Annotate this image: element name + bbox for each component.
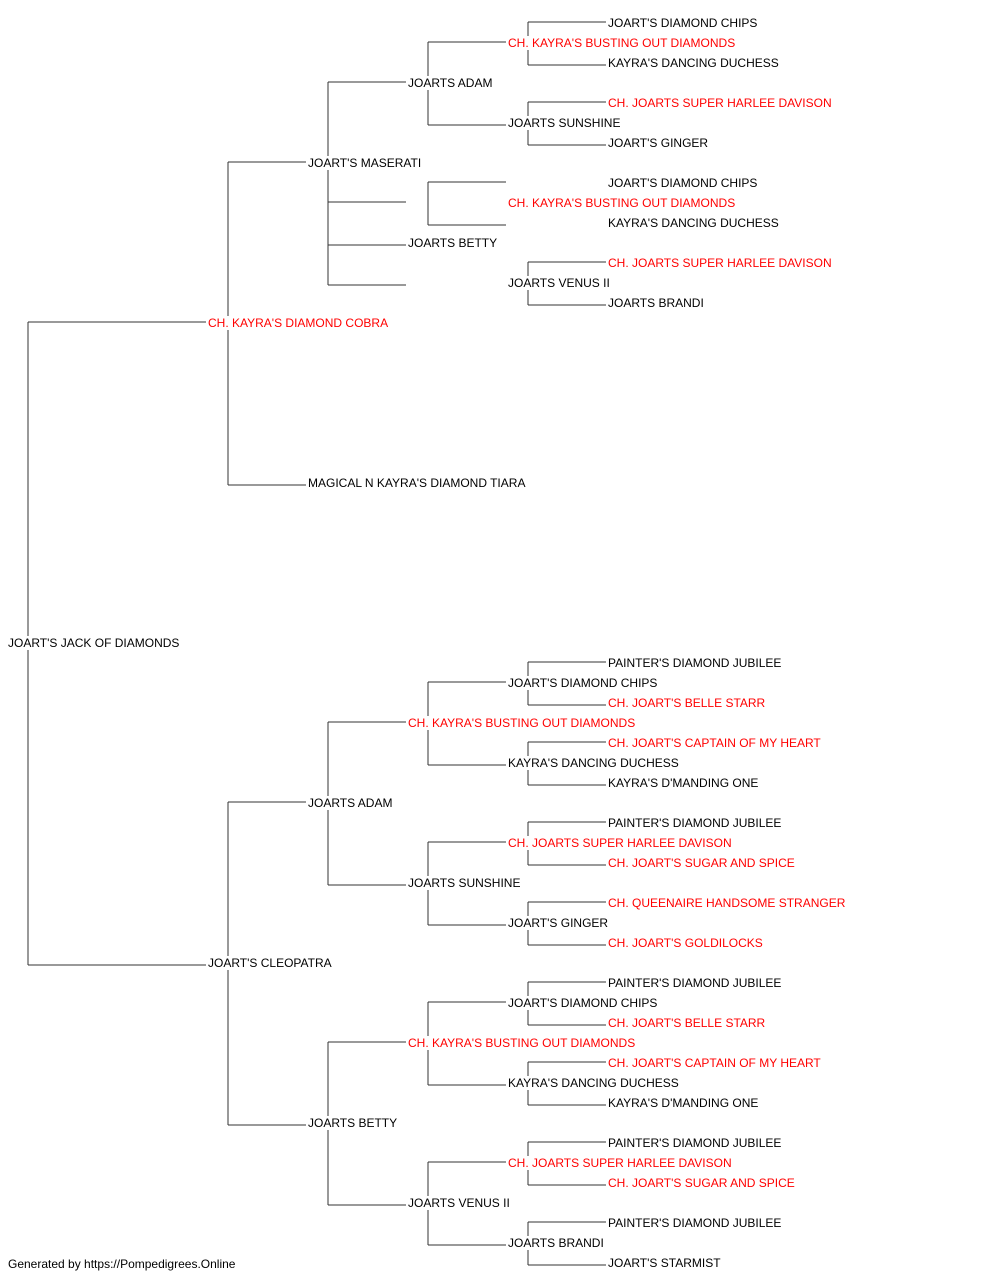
- dog-name: PAINTER'S DIAMOND JUBILEE: [608, 976, 784, 990]
- dog-name: CH. KAYRA'S DIAMOND COBRA: [208, 316, 391, 330]
- dog-name: JOART'S DIAMOND CHIPS: [608, 176, 760, 190]
- dog-name: CH. JOART'S SUGAR AND SPICE: [608, 856, 797, 870]
- dog-name: JOARTS BETTY: [308, 1116, 400, 1130]
- dog-name: PAINTER'S DIAMOND JUBILEE: [608, 1136, 784, 1150]
- dog-name: CH. JOART'S SUGAR AND SPICE: [608, 1176, 797, 1190]
- dog-name: JOARTS BRANDI: [508, 1236, 606, 1250]
- dog-name: JOART'S GINGER: [608, 136, 711, 150]
- dog-name: PAINTER'S DIAMOND JUBILEE: [608, 1216, 784, 1230]
- dog-name: KAYRA'S DANCING DUCHESS: [608, 216, 781, 230]
- dog-name: JOART'S CLEOPATRA: [208, 956, 334, 970]
- dog-name: JOART'S DIAMOND CHIPS: [508, 676, 660, 690]
- dog-name: CH. KAYRA'S BUSTING OUT DIAMONDS: [508, 196, 738, 210]
- dog-name: CH. JOART'S CAPTAIN OF MY HEART: [608, 1056, 823, 1070]
- dog-name: JOARTS SUNSHINE: [508, 116, 623, 130]
- dog-name: JOARTS ADAM: [308, 796, 395, 810]
- generator-credit: Generated by https://Pompedigrees.Online: [8, 1257, 236, 1271]
- dog-name: CH. KAYRA'S BUSTING OUT DIAMONDS: [408, 1036, 638, 1050]
- dog-name: CH. KAYRA'S BUSTING OUT DIAMONDS: [408, 716, 638, 730]
- dog-name: JOARTS ADAM: [408, 76, 495, 90]
- dog-name: JOARTS BETTY: [408, 236, 500, 250]
- dog-name: CH. JOART'S GOLDILOCKS: [608, 936, 765, 950]
- dog-name: CH. JOARTS SUPER HARLEE DAVISON: [508, 836, 734, 850]
- dog-name: CH. JOART'S BELLE STARR: [608, 696, 768, 710]
- dog-name: JOARTS VENUS II: [508, 276, 612, 290]
- dog-name: CH. JOARTS SUPER HARLEE DAVISON: [608, 256, 834, 270]
- dog-name: JOART'S GINGER: [508, 916, 611, 930]
- dog-name: JOART'S MASERATI: [308, 156, 424, 170]
- subject-dog-name: JOART'S JACK OF DIAMONDS: [8, 636, 182, 650]
- dog-name: CH. JOARTS SUPER HARLEE DAVISON: [608, 96, 834, 110]
- dog-name: KAYRA'S DANCING DUCHESS: [608, 56, 781, 70]
- dog-name: MAGICAL N KAYRA'S DIAMOND TIARA: [308, 476, 528, 490]
- dog-name: KAYRA'S DANCING DUCHESS: [508, 756, 681, 770]
- dog-name: JOARTS VENUS II: [408, 1196, 512, 1210]
- dog-name: KAYRA'S D'MANDING ONE: [608, 776, 761, 790]
- dog-name: JOART'S DIAMOND CHIPS: [508, 996, 660, 1010]
- dog-name: JOART'S STARMIST: [608, 1256, 723, 1270]
- dog-name: CH. KAYRA'S BUSTING OUT DIAMONDS: [508, 36, 738, 50]
- dog-name: CH. JOART'S BELLE STARR: [608, 1016, 768, 1030]
- dog-name: PAINTER'S DIAMOND JUBILEE: [608, 816, 784, 830]
- dog-name: JOARTS BRANDI: [608, 296, 706, 310]
- dog-name: CH. QUEENAIRE HANDSOME STRANGER: [608, 896, 848, 910]
- dog-name: PAINTER'S DIAMOND JUBILEE: [608, 656, 784, 670]
- dog-name: CH. JOART'S CAPTAIN OF MY HEART: [608, 736, 823, 750]
- dog-name: JOART'S DIAMOND CHIPS: [608, 16, 760, 30]
- dog-name: JOARTS SUNSHINE: [408, 876, 523, 890]
- dog-name: KAYRA'S DANCING DUCHESS: [508, 1076, 681, 1090]
- dog-name: KAYRA'S D'MANDING ONE: [608, 1096, 761, 1110]
- dog-name: CH. JOARTS SUPER HARLEE DAVISON: [508, 1156, 734, 1170]
